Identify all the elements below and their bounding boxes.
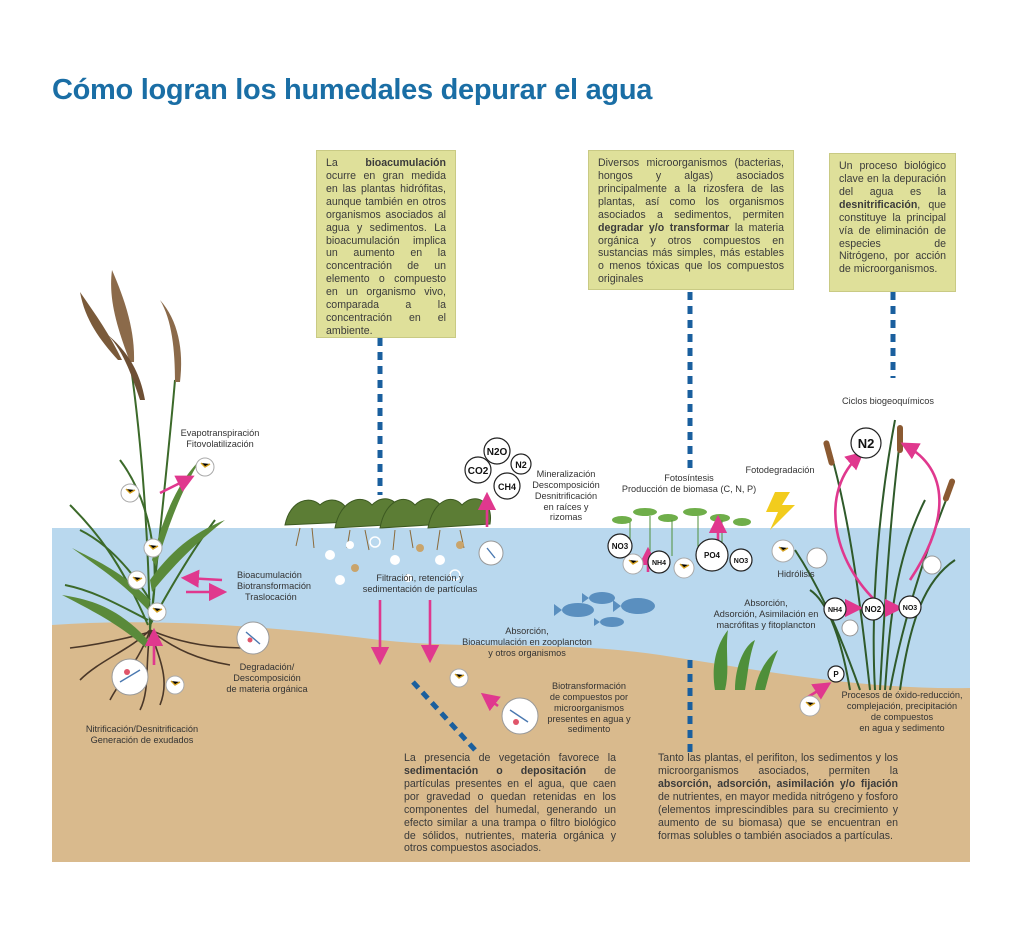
fish bbox=[554, 592, 655, 627]
label-absorcion-zooplancton: Absorción, Bioacumulación en zooplancton… bbox=[462, 626, 592, 658]
chem-no2: NO2 bbox=[865, 605, 882, 614]
chem-formulas: N2O CO2 N2 CH4 NO3 NH4 PO4 NO3 N2 NH4 NO… bbox=[468, 436, 918, 679]
chem-no3: NO3 bbox=[612, 542, 629, 551]
submerged-plants bbox=[713, 630, 778, 690]
label-filtracion: Filtración, retención y sedimentación de… bbox=[362, 573, 478, 594]
micro-strokes bbox=[119, 547, 529, 723]
label-bioacumulacion-group: Bioacumulación Biotransformación Trasloc… bbox=[237, 570, 312, 602]
label-nitrificacion: Nitrificación/Desnitrificación Generació… bbox=[85, 724, 199, 745]
page-title: Cómo logran los humedales depurar el agu… bbox=[52, 74, 653, 106]
chem-nh4b: NH4 bbox=[828, 607, 842, 614]
dashed-connectors bbox=[377, 292, 896, 752]
label-evapotranspiracion: Evapotranspiración Fitovolatilización bbox=[180, 428, 260, 449]
floating-plants bbox=[284, 498, 491, 529]
label-ciclos: Ciclos biogeoquímicos bbox=[842, 396, 934, 406]
label-oxido-reduccion: Procesos de óxido-reducción, complejació… bbox=[841, 690, 963, 733]
box-degradar: Diversos microorganismos (bacterias, hon… bbox=[588, 150, 794, 290]
microorganism-circles bbox=[111, 540, 942, 735]
process-arrows bbox=[144, 475, 904, 712]
chem-po4: PO4 bbox=[704, 551, 721, 560]
label-fotodegradacion: Fotodegradación bbox=[745, 465, 815, 475]
chem-circles bbox=[464, 427, 922, 683]
box-desnitrificacion: Un proceso biológico clave en la depurac… bbox=[829, 153, 956, 292]
label-biotransformacion-compuestos: Biotransformación de compuestos por micr… bbox=[547, 681, 631, 735]
text-sedimentacion: La presencia de vegetación favorece la s… bbox=[404, 752, 616, 855]
label-fotosintesis: Fotosíntesis Producción de biomasa (C, N… bbox=[621, 473, 757, 494]
label-degradacion: Degradación/ Descomposición de materia o… bbox=[226, 662, 308, 694]
chem-n2o: N2O bbox=[487, 447, 508, 458]
chem-n2-big: N2 bbox=[858, 436, 875, 451]
micro-dots bbox=[124, 637, 519, 725]
text-absorcion: Tanto las plantas, el perifiton, los sed… bbox=[658, 752, 898, 842]
cattails bbox=[823, 425, 956, 502]
reed-plant bbox=[62, 270, 225, 648]
label-absorcion-macrofitas: Absorción, Adsorción, Asimilación en mac… bbox=[713, 598, 819, 630]
floating-algae bbox=[612, 508, 751, 526]
lightning-icon bbox=[766, 492, 795, 530]
label-mineralizacion: Mineralización Descomposición Desnitrifi… bbox=[532, 469, 600, 523]
chem-co2: CO2 bbox=[468, 466, 489, 477]
chem-ch4: CH4 bbox=[498, 482, 516, 492]
chem-nh4: NH4 bbox=[652, 560, 666, 567]
chem-n2: N2 bbox=[515, 460, 527, 470]
chem-no3c: NO3 bbox=[903, 605, 918, 612]
chem-p: P bbox=[833, 670, 839, 679]
molecule-bonds bbox=[125, 462, 816, 707]
label-hidrolisis: Hidrólisis bbox=[777, 569, 815, 579]
box-bioacumulacion: La bioacumulación ocurre en gran medida … bbox=[316, 150, 456, 338]
chem-no3b: NO3 bbox=[734, 558, 749, 565]
particles bbox=[325, 536, 464, 585]
